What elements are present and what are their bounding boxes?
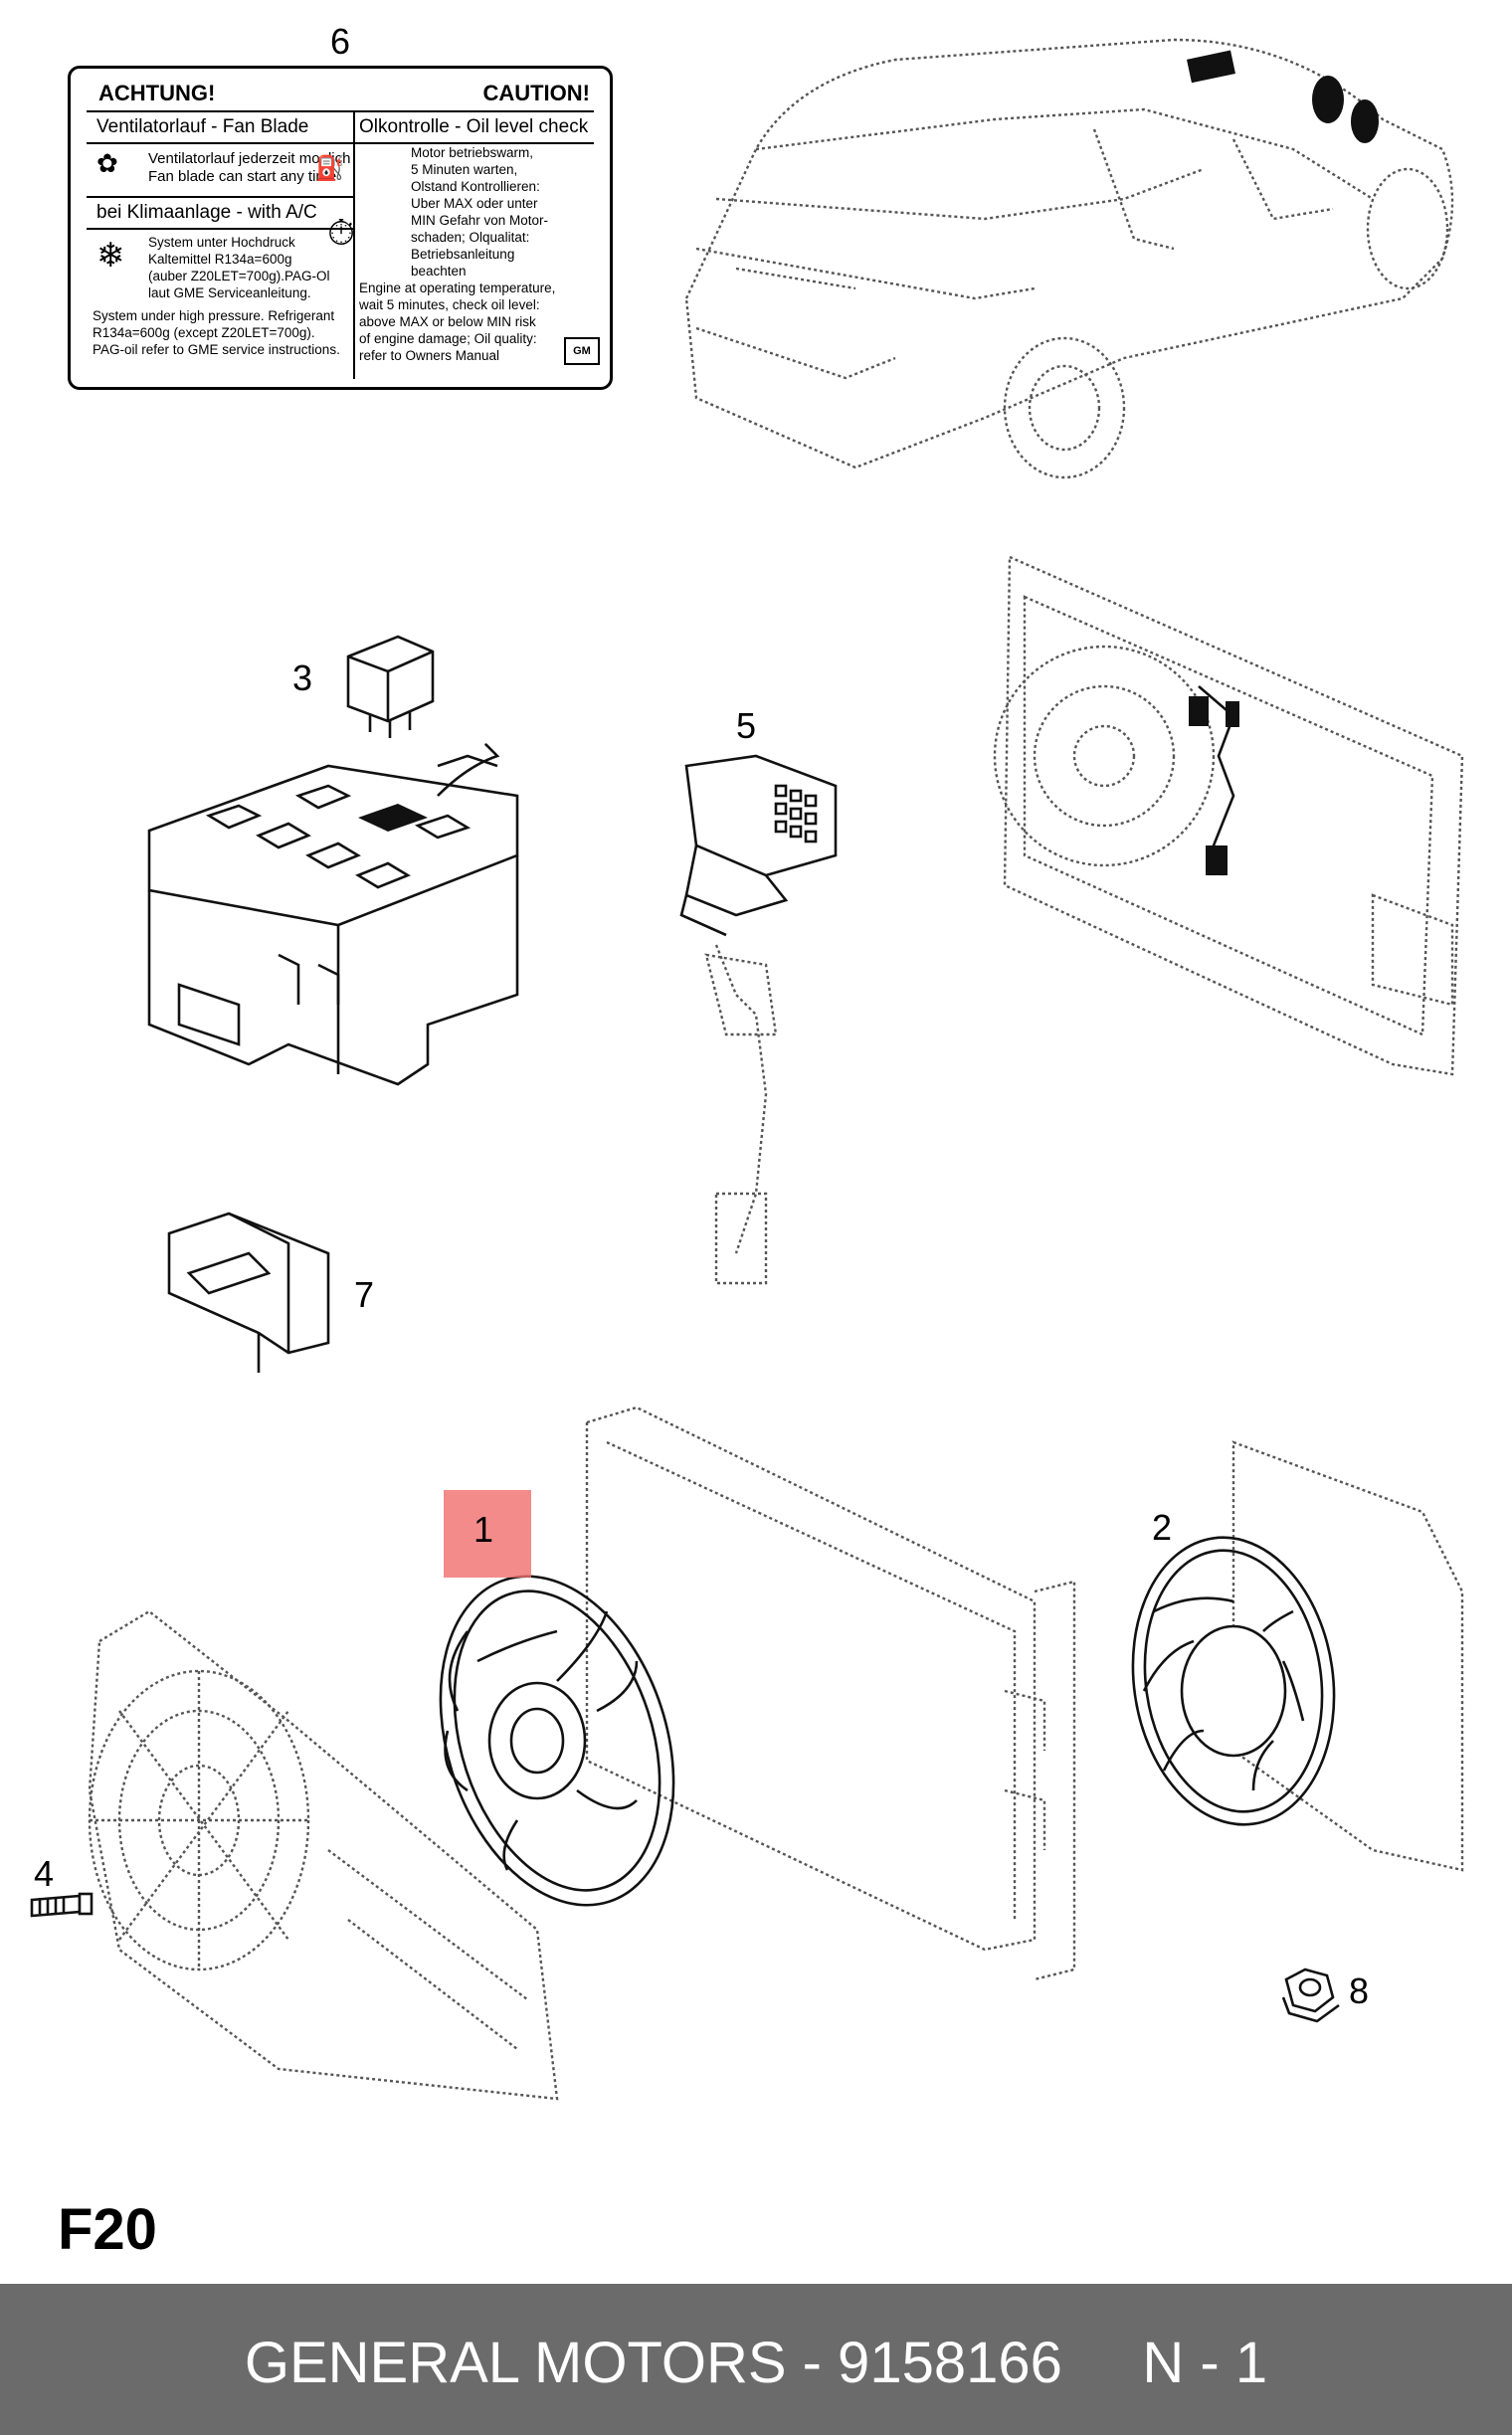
label-fan-text-2: Fan blade can start any time bbox=[148, 168, 337, 185]
snowflake-icon: ❄ bbox=[96, 237, 125, 275]
relay-and-fusebox-illustration bbox=[147, 635, 519, 1086]
label-oil-text-9: wait 5 minutes, check oil level: bbox=[359, 297, 540, 312]
callout-3: 3 bbox=[292, 657, 313, 698]
callout-1: 1 bbox=[473, 1509, 494, 1550]
radiator-illustration bbox=[585, 1405, 1076, 1981]
gm-logo: GM bbox=[564, 337, 600, 365]
clip-illustration bbox=[167, 1212, 330, 1373]
car-illustration bbox=[684, 38, 1454, 479]
label-ac-text-de-1: Kaltemittel R134a=600g bbox=[148, 252, 292, 267]
label-oil-text-7: beachten bbox=[411, 264, 467, 279]
radiator-module-illustration bbox=[993, 555, 1464, 1076]
callout-6: 6 bbox=[330, 21, 351, 62]
figure-code: F20 bbox=[58, 2197, 157, 2262]
nut-illustration bbox=[1281, 1967, 1340, 2023]
label-oil-text-10: above MAX or below MIN risk bbox=[359, 314, 536, 329]
label-oil-text-1: 5 Minuten warten, bbox=[411, 162, 518, 177]
label-oil-text-5: schaden; Olqualitat: bbox=[411, 230, 530, 245]
label-ac-text-en-1: R134a=600g (except Z20LET=700g). bbox=[93, 325, 315, 340]
label-oil-text-2: Olstand Kontrollieren: bbox=[411, 179, 540, 194]
fan-2-illustration bbox=[1131, 1440, 1464, 1872]
highlight-callout-1 bbox=[444, 1490, 531, 1578]
label-ac-text-de-0: System unter Hochdruck bbox=[148, 235, 295, 250]
oil-can-icon: ⛽ bbox=[315, 155, 345, 182]
label-oil-text-11: of engine damage; Oil quality: bbox=[359, 331, 537, 346]
label-fan-heading: Ventilatorlauf - Fan Blade bbox=[96, 116, 309, 137]
shroud-illustration bbox=[88, 1609, 559, 2101]
callout-8: 8 bbox=[1349, 1970, 1370, 2011]
resistor-illustration bbox=[679, 754, 838, 1285]
fan-1-illustration bbox=[439, 1575, 675, 1907]
callout-7: 7 bbox=[354, 1274, 375, 1315]
label-oil-text-12: refer to Owners Manual bbox=[359, 348, 500, 363]
label-oil-text-4: MIN Gefahr von Motor- bbox=[411, 213, 549, 228]
label-ac-text-en-0: System under high pressure. Refrigerant bbox=[93, 308, 335, 323]
footer-bar: GENERAL MOTORS - 9158166 N - 1 bbox=[0, 2284, 1512, 2435]
label-ac-text-de-2: (auber Z20LET=700g).PAG-Ol bbox=[148, 269, 330, 283]
footer-text: GENERAL MOTORS - 9158166 N - 1 bbox=[244, 2331, 1268, 2395]
fan-icon: ✿ bbox=[96, 148, 118, 178]
label-ac-heading: bei Klimaanlage - with A/C bbox=[96, 202, 317, 223]
label-fan-text-1: Ventilatorlauf jederzeit moglich bbox=[148, 150, 351, 167]
callout-2: 2 bbox=[1152, 1507, 1173, 1548]
callout-5: 5 bbox=[736, 705, 757, 746]
label-ac-text-en-2: PAG-oil refer to GME service instruction… bbox=[93, 342, 340, 357]
label-ac-text-de-3: laut GME Serviceanleitung. bbox=[148, 285, 311, 300]
callout-4: 4 bbox=[34, 1853, 55, 1894]
label-oil-text-8: Engine at operating temperature, bbox=[359, 281, 556, 295]
timer-icon: ⏱ bbox=[327, 212, 356, 253]
label-oil-heading: Olkontrolle - Oil level check bbox=[359, 116, 589, 137]
label-warning-de: ACHTUNG! bbox=[98, 81, 216, 105]
label-oil-text-3: Uber MAX oder unter bbox=[411, 196, 538, 211]
label-oil-text-0: Motor betriebswarm, bbox=[411, 145, 534, 160]
caution-label: ACHTUNG! CAUTION! Ventilatorlauf - Fan B… bbox=[68, 66, 613, 390]
label-warning-en: CAUTION! bbox=[482, 81, 590, 105]
label-oil-text-6: Betriebsanleitung bbox=[411, 247, 515, 262]
bolt-illustration bbox=[30, 1892, 94, 1918]
